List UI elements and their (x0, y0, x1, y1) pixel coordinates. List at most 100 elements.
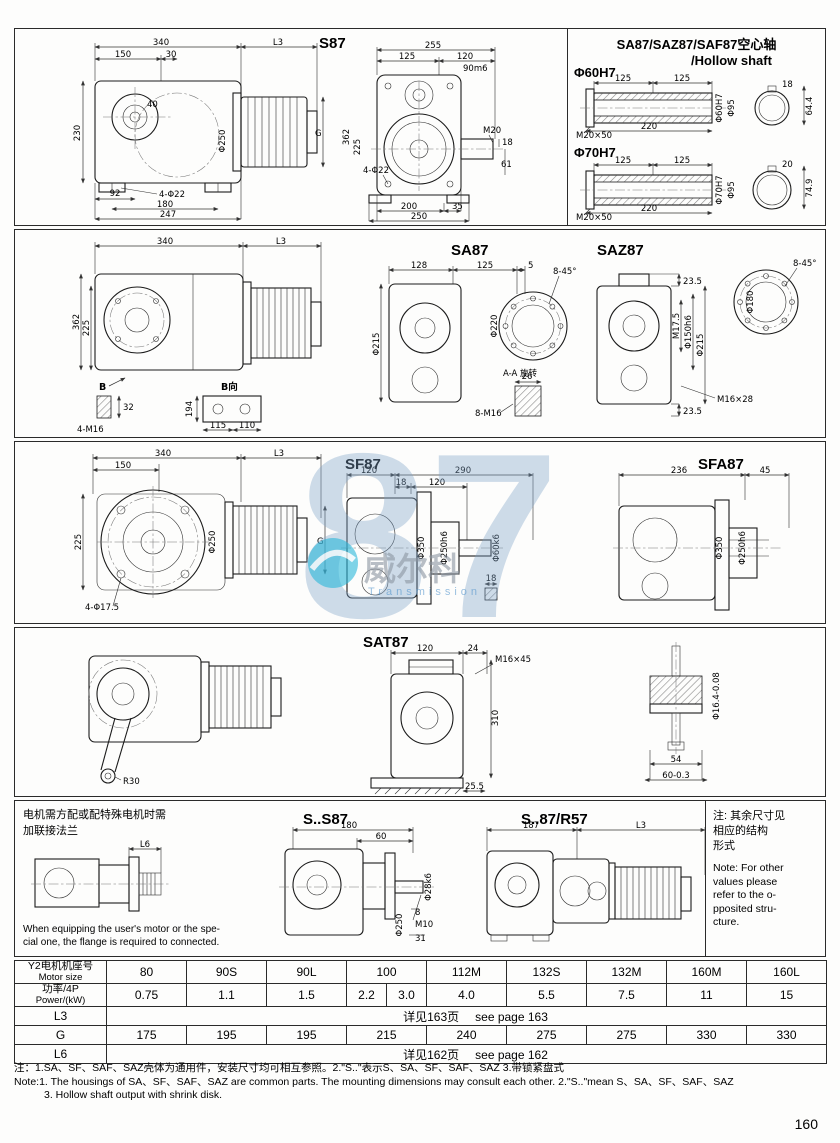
side-note-en-line1: Note: For other (713, 862, 784, 874)
drawing-geometry (88, 655, 282, 784)
dim-label: Φ95 (727, 181, 737, 199)
dim-label: 255 (425, 41, 441, 51)
view-label: A-A 旋转 (503, 368, 538, 379)
power-label-cn: 功率/4P (42, 983, 79, 995)
cell: 330 (666, 1025, 747, 1045)
dim-label: 290 (455, 466, 471, 476)
l3-see-cn: 详见163页 (403, 1009, 460, 1024)
dim-label: 362 (72, 314, 82, 330)
dim-label: 250 (411, 212, 427, 222)
dim-label: 8 (415, 908, 420, 918)
drawing-geometry (580, 81, 806, 134)
footnote-cn: 注：1.SA、SF、SAF、SAZ壳体为通用件，安装尺寸均可相互参照。2."S.… (14, 1062, 565, 1074)
variant-60h7-label: Φ60H7 (574, 65, 616, 80)
drawing-geometry (596, 267, 799, 417)
dim-label: 340 (155, 449, 171, 459)
drawing-geometry (379, 266, 568, 417)
dim-label: M20×50 (576, 131, 612, 141)
cell: 240 (426, 1025, 507, 1045)
l3-label: L3 (14, 1006, 107, 1026)
hollow-60h7-drawing: 125 125 M20×50 220 Φ60H7 Φ95 18 64.4 (576, 74, 815, 141)
sfa87-title: SFA87 (698, 456, 744, 473)
cell: 275 (506, 1025, 587, 1045)
motor-size-label: Y2电机机座号 Motor size (14, 960, 107, 984)
dim-label: 54 (671, 755, 682, 765)
hollow-title-en: /Hollow shaft (691, 53, 772, 68)
ss87-title: S..S87 (303, 811, 349, 828)
cell: 132S (506, 960, 587, 984)
dim-label: Φ350 (715, 537, 725, 560)
dim-label: 220 (641, 204, 657, 214)
l3-row: L3 详见163页 see page 163 (14, 1006, 827, 1026)
cell: 175 (106, 1025, 187, 1045)
cell: 2.2 (346, 983, 387, 1007)
drawing-geometry (31, 847, 169, 912)
s87-r57-drawing: 187 L3 (486, 821, 706, 942)
dim-label: 31 (415, 934, 426, 944)
side-note-cn-line1: 注: 其余尺寸见 (713, 810, 786, 822)
dim-label: 23.5 (683, 277, 702, 287)
cell: 1.1 (186, 983, 267, 1007)
dim-label: G (317, 537, 324, 547)
dim-label: G (315, 129, 322, 139)
s87-plan-view: 340 L3 362 225 B 32 4-M16 B向 194 115 110 (72, 237, 322, 435)
drawing-geometry (368, 47, 506, 223)
dim-label: 64.4 (805, 97, 815, 116)
dim-label: 194 (185, 401, 195, 417)
section-sat87: R30 SAT87 120 24 M16×45 310 25.5 (14, 627, 826, 797)
drawing-geometry (370, 650, 494, 795)
side-note-cn-line3: 形式 (713, 840, 735, 852)
dim-label: 125 (615, 156, 631, 166)
cell: 80 (106, 960, 187, 984)
dim-label: 340 (153, 38, 169, 48)
motor-size-label-cn: Y2电机机座号 (27, 960, 94, 972)
side-note-en-line2: values please (713, 875, 778, 888)
buffer-detail-drawing: Φ16.4-0.08 54 60-0.3 (644, 642, 722, 782)
view-label: B (99, 382, 106, 393)
dim-label: R30 (123, 777, 140, 787)
s87-front-view: 255 125 120 90m6 362 225 4-Φ22 M20 18 61… (342, 41, 513, 223)
cell: 330 (746, 1025, 827, 1045)
dim-label: Φ70H7 (715, 175, 725, 204)
drawing-geometry (81, 454, 327, 607)
l3-see-en: see page 163 (475, 1009, 548, 1024)
dim-label: M16×45 (495, 655, 531, 665)
dim-label: L6 (140, 840, 150, 850)
flange-adapter-drawing: L6 (31, 840, 169, 912)
dim-label: 247 (160, 210, 176, 220)
section-s87: S87 (14, 28, 826, 226)
side-note-panel: 注: 其余尺寸见 相应的结构 形式 Note: For other values… (705, 801, 825, 956)
dim-label: Φ60k6 (492, 534, 502, 562)
l6-see-en: see page 162 (475, 1047, 548, 1062)
g-label: G (14, 1025, 107, 1045)
drawing-geometry (279, 827, 435, 936)
dim-label: 128 (411, 261, 427, 271)
dim-label: 180 (341, 821, 357, 831)
s87-r57-title: S..87/R57 (521, 811, 588, 828)
sa87-title: SA87 (451, 242, 489, 259)
footnote-en-line1: Note:1. The housings of SA、SF、SAF、SAZ ar… (14, 1075, 734, 1088)
cell: 4.0 (426, 983, 507, 1007)
dim-label: 40 (147, 100, 158, 110)
dim-label: 5 (528, 261, 533, 271)
cell: 215 (346, 1025, 427, 1045)
cell: 5.5 (506, 983, 587, 1007)
motor-size-label-en: Motor size (38, 972, 83, 983)
variant-70h7-label: Φ70H7 (574, 145, 616, 160)
dim-label: 18 (396, 478, 407, 488)
sfa87-drawing: 236 45 Φ250h6 Φ350 (613, 466, 790, 611)
dim-label: 4-M16 (77, 425, 104, 435)
dim-label: Φ250 (218, 130, 228, 153)
flange-note-en-line1: When equipping the user's motor or the s… (23, 924, 221, 935)
side-note-en-line4: pposited stru- (713, 902, 777, 915)
dim-label: Φ350 (417, 537, 427, 560)
cell: 90S (186, 960, 267, 984)
cell: 11 (666, 983, 747, 1007)
footnote-en-line2: 3. Hollow shaft output with shrink disk. (44, 1089, 222, 1101)
power-row: 功率/4P Power/(kW) 0.75 1.1 1.5 2.2 3.0 4.… (14, 983, 827, 1007)
motor-size-row: Y2电机机座号 Motor size 80 90S 90L 100 112M 1… (14, 960, 827, 984)
dim-label: 220 (641, 122, 657, 132)
dim-label: L3 (276, 237, 286, 247)
page-number: 160 (794, 1116, 818, 1132)
dim-label: Φ215 (696, 334, 706, 357)
